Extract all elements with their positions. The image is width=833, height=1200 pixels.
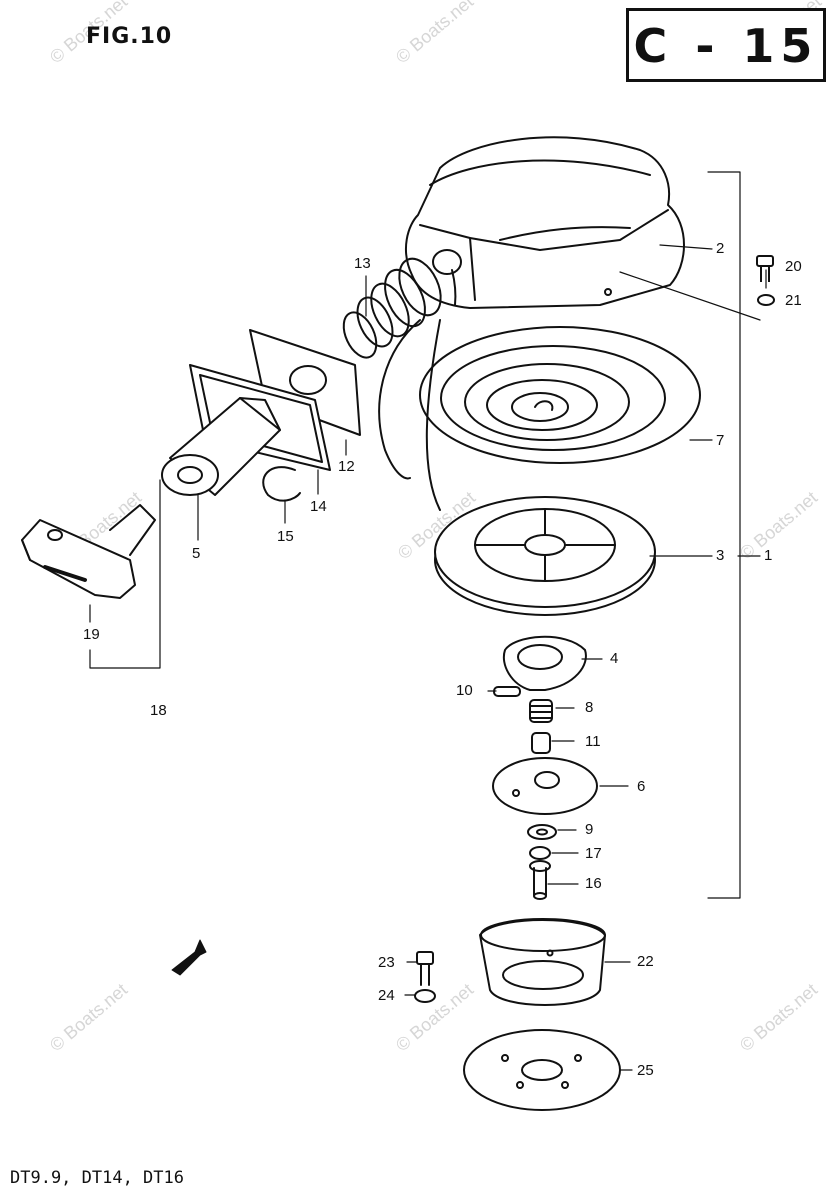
- callout-11: 11: [585, 733, 601, 750]
- callout-24: 24: [378, 987, 395, 1004]
- part-starter-handle: [21, 504, 156, 599]
- callout-8: 8: [585, 699, 594, 716]
- part-ratchet: [502, 635, 587, 691]
- part-rope-guide: [161, 397, 281, 496]
- part-starter-case: [405, 136, 685, 309]
- callout-21: 21: [785, 292, 802, 309]
- part-small-hardware: [493, 686, 553, 754]
- callout-17: 17: [585, 845, 602, 862]
- part-rope-spring: [342, 257, 442, 359]
- callout-16: 16: [585, 875, 602, 892]
- callout-3: 3: [716, 547, 725, 564]
- part-base-plate: [463, 1029, 621, 1111]
- part-cup-bolt: [414, 951, 436, 1003]
- callout-13: 13: [354, 255, 371, 272]
- callout-4: 4: [610, 650, 619, 667]
- callout-23: 23: [378, 954, 395, 971]
- fwd-arrow-icon: [171, 939, 207, 976]
- callout-9: 9: [585, 821, 594, 838]
- leader-lines: [89, 171, 767, 1071]
- model-footer: DT9.9, DT14, DT16: [10, 1168, 184, 1188]
- callout-10: 10: [456, 682, 473, 699]
- callout-22: 22: [637, 953, 654, 970]
- part-retaining-clip: [262, 466, 301, 502]
- callout-12: 12: [338, 458, 355, 475]
- part-guide-plate: [249, 329, 361, 436]
- part-reel: [425, 319, 656, 616]
- callout-7: 7: [716, 432, 725, 449]
- part-starter-cup: [479, 918, 606, 1006]
- page-code: C - 15: [633, 19, 819, 73]
- figure-title: FIG.10: [86, 24, 173, 49]
- callout-14: 14: [310, 498, 327, 515]
- callout-15: 15: [277, 528, 294, 545]
- callout-20: 20: [785, 258, 802, 275]
- callout-5: 5: [192, 545, 201, 562]
- part-recoil-spring: [378, 319, 701, 480]
- callout-6: 6: [637, 778, 646, 795]
- page-code-box: C - 15: [626, 8, 826, 82]
- callout-2: 2: [716, 240, 725, 257]
- callout-25: 25: [637, 1062, 654, 1079]
- part-fasteners: [527, 824, 557, 900]
- callout-19: 19: [83, 626, 100, 643]
- part-friction-plate: [492, 757, 598, 815]
- callout-18: 18: [150, 702, 167, 719]
- callout-1: 1: [764, 547, 773, 564]
